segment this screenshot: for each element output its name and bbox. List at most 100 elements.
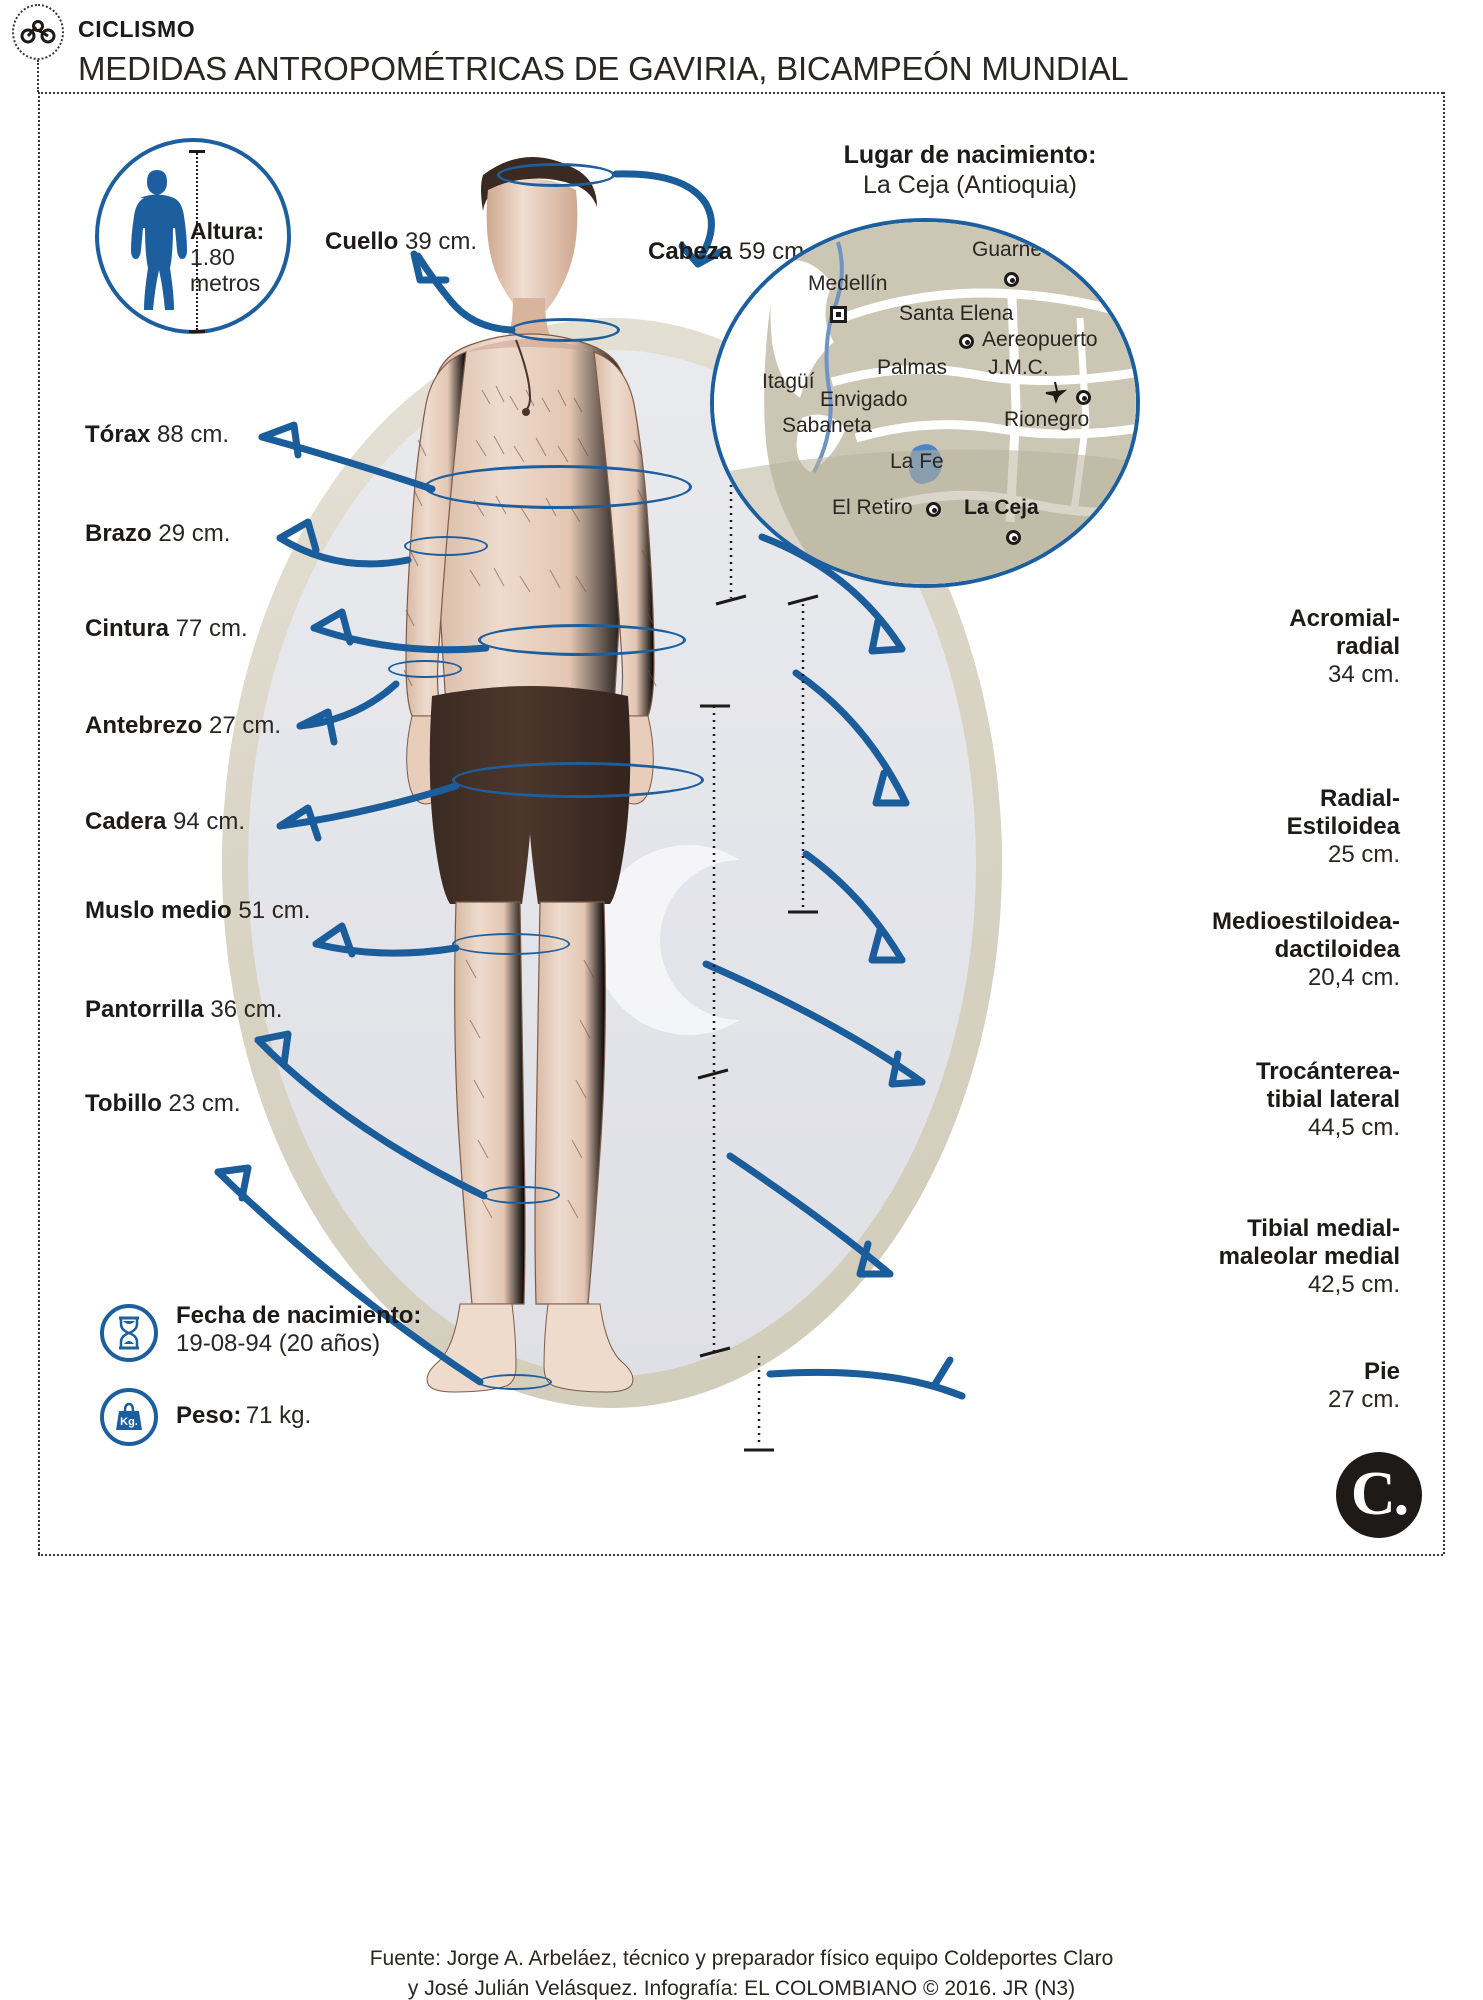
map-label-la-ceja: La Ceja bbox=[964, 496, 1039, 519]
measurement-label-antebrazo: Antebrezo 27 cm. bbox=[85, 712, 281, 740]
frame-bottom bbox=[38, 1554, 1443, 1556]
measurement-label-torax: Tórax 88 cm. bbox=[85, 421, 229, 449]
birthplace-label: Lugar de nacimiento: bbox=[843, 141, 1097, 169]
weight-text: Peso: 71 kg. bbox=[176, 1402, 311, 1430]
height-label: Altura: bbox=[190, 218, 265, 244]
source-credit: Fuente: Jorge A. Arbeláez, técnico y pre… bbox=[0, 1944, 1483, 2000]
airplane-icon bbox=[1044, 381, 1068, 404]
measurement-value: 23 cm. bbox=[168, 1090, 241, 1117]
measurement-name: Cuello bbox=[325, 228, 399, 255]
measurement-name-line2: tibial lateral bbox=[1266, 1085, 1400, 1113]
measurement-label-cintura: Cintura 77 cm. bbox=[85, 615, 248, 643]
measurement-name: Muslo medio bbox=[85, 897, 232, 924]
map-label-palmas: Palmas bbox=[877, 356, 948, 379]
height-badge-circle bbox=[95, 138, 291, 334]
birth-date-value: 19-08-94 (20 años) bbox=[176, 1330, 381, 1358]
measurement-label-acromial-radial: Acromial- radial 34 cm. bbox=[1289, 605, 1400, 688]
height-ruler-cap-top bbox=[189, 150, 205, 153]
map-label-medellin: Medellín bbox=[808, 272, 888, 295]
height-ruler-line bbox=[196, 150, 198, 330]
svg-text:Kg.: Kg. bbox=[120, 1416, 138, 1428]
measurement-name-line2: radial bbox=[1335, 632, 1400, 660]
map-marker-guarne bbox=[1004, 272, 1019, 287]
source-line-1: Fuente: Jorge A. Arbeláez, técnico y pre… bbox=[369, 1947, 1114, 1970]
ellipse-cintura bbox=[478, 624, 686, 656]
measurement-value: 51 cm. bbox=[238, 897, 311, 924]
ellipse-torax bbox=[424, 465, 692, 509]
frame-top bbox=[38, 92, 1443, 94]
measurement-label-cuello: Cuello 39 cm. bbox=[325, 228, 477, 256]
frame-left bbox=[38, 92, 40, 1554]
birth-date-text: Fecha de nacimiento: 19-08-94 (20 años) bbox=[176, 1302, 421, 1359]
measurement-name-line1: Medioestiloidea- bbox=[1211, 908, 1400, 935]
height-ruler-cap-bottom bbox=[189, 330, 205, 333]
ellipse-brazo bbox=[404, 536, 488, 556]
measurement-name: Pantorrilla bbox=[85, 996, 204, 1023]
map-label-envigado: Envigado bbox=[820, 388, 908, 411]
birthplace-value: La Ceja (Antioquia) bbox=[862, 171, 1077, 199]
frame-right bbox=[1443, 92, 1445, 1554]
source-line-2: y José Julián Velásquez. Infografía: EL … bbox=[407, 1977, 1076, 2000]
ellipse-pantorrilla bbox=[482, 1186, 560, 1204]
birthplace-title-block: Lugar de nacimiento: La Ceja (Antioquia) bbox=[800, 140, 1140, 200]
measurement-label-brazo: Brazo 29 cm. bbox=[85, 520, 230, 548]
measurement-value: 42,5 cm. bbox=[1307, 1270, 1400, 1298]
ellipse-cuello bbox=[510, 318, 620, 342]
birthplace-map: Medellín Guarne Santa Elena Aereopuerto … bbox=[710, 218, 1140, 588]
map-marker-rionegro bbox=[1076, 390, 1091, 405]
birth-date-label: Fecha de nacimiento: bbox=[176, 1302, 422, 1329]
measurement-name-line1: Trocántereа- bbox=[1255, 1058, 1400, 1085]
measurement-name: Tobillo bbox=[85, 1090, 162, 1117]
height-unit: metros bbox=[190, 270, 261, 297]
measurement-value: 88 cm. bbox=[157, 421, 230, 448]
measurement-value: 20,4 cm. bbox=[1307, 963, 1400, 991]
map-marker-medellin bbox=[830, 306, 847, 323]
measurement-name-line2: Estiloidea bbox=[1286, 812, 1400, 840]
measurement-label-medioestiloidea-dactiloidea: Medioestiloidea- dactiloidea 20,4 cm. bbox=[1212, 908, 1400, 991]
measurement-label-pantorrilla: Pantorrilla 36 cm. bbox=[85, 996, 282, 1024]
map-label-guarne: Guarne bbox=[972, 238, 1043, 261]
map-label-jmc: J.M.C. bbox=[988, 356, 1049, 379]
map-label-rionegro: Rionegro bbox=[1004, 408, 1090, 431]
human-silhouette-icon bbox=[118, 168, 196, 310]
map-label-santa-elena: Santa Elena bbox=[899, 302, 1014, 325]
measurement-label-cadera: Cadera 94 cm. bbox=[85, 808, 245, 836]
measurement-name-line2: maleolar medial bbox=[1218, 1242, 1400, 1270]
measurement-value: 44,5 cm. bbox=[1307, 1113, 1400, 1141]
measurement-name: Antebrezo bbox=[85, 712, 203, 739]
measurement-value: 27 cm. bbox=[209, 712, 282, 739]
measurement-name-line1: Radial- bbox=[1319, 785, 1400, 812]
measurement-name-line1: Acromial- bbox=[1289, 605, 1400, 632]
map-label-el-retiro: El Retiro bbox=[832, 496, 913, 519]
height-badge-text: Altura: 1.80 metros bbox=[190, 218, 300, 297]
map-label-la-fe: La Fe bbox=[890, 450, 944, 473]
hourglass-icon bbox=[100, 1304, 158, 1362]
page-title: MEDIDAS ANTROPOMÉTRICAS DE GAVIRIA, BICA… bbox=[78, 50, 1129, 87]
map-label-sabaneta: Sabaneta bbox=[782, 414, 872, 437]
section-kicker: CICLISMO bbox=[78, 16, 196, 42]
measurement-name: Tórax bbox=[85, 421, 151, 448]
measurement-value: 34 cm. bbox=[1327, 660, 1400, 688]
height-value: 1.80 bbox=[190, 244, 235, 271]
measurement-name-line2: dactiloidea bbox=[1274, 935, 1400, 963]
measurement-label-radial-estiloidea: Radial- Estiloidea 25 cm. bbox=[1287, 785, 1400, 868]
measurement-value: 77 cm. bbox=[175, 615, 248, 642]
ellipse-antebrazo bbox=[388, 660, 462, 678]
ellipse-cabeza bbox=[497, 163, 615, 187]
publisher-logo: C. bbox=[1336, 1452, 1422, 1538]
ellipse-muslo-medio bbox=[452, 933, 570, 955]
map-label-aereopuerto: Aereopuerto bbox=[982, 328, 1098, 351]
measurement-value: 27 cm. bbox=[1327, 1385, 1400, 1413]
measurement-value: 94 cm. bbox=[173, 808, 246, 835]
measurement-name: Brazo bbox=[85, 520, 152, 547]
weight-row: Kg. Peso: 71 kg. bbox=[100, 1388, 520, 1452]
birth-date-row: Fecha de nacimiento: 19-08-94 (20 años) bbox=[100, 1302, 520, 1376]
measurement-value: 39 cm. bbox=[405, 228, 478, 255]
measurement-name-line1: Pie bbox=[1363, 1358, 1400, 1385]
measurement-name: Cintura bbox=[85, 615, 169, 642]
map-label-itagui: Itagüí bbox=[762, 370, 815, 393]
ellipse-cadera bbox=[452, 762, 704, 798]
map-marker-la-ceja bbox=[1006, 530, 1021, 545]
measurement-label-tobillo: Tobillo 23 cm. bbox=[85, 1090, 241, 1118]
